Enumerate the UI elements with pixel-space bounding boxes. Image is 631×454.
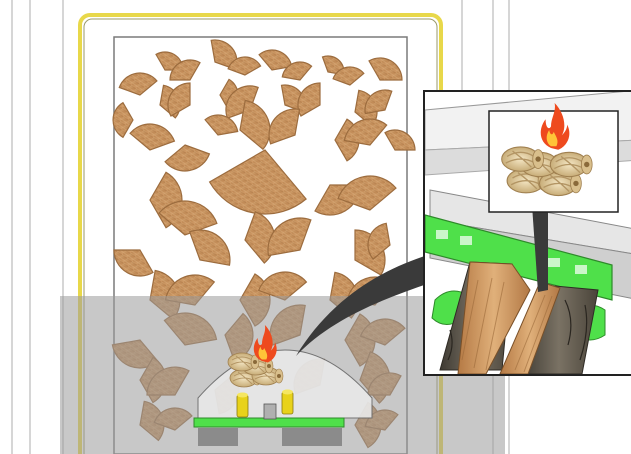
- grate-stem: [264, 404, 276, 419]
- zoom-detail: [424, 90, 631, 375]
- firelighter-inset-icon: [502, 147, 592, 196]
- grate-foot-right: [282, 428, 342, 446]
- grate-foot-left: [198, 428, 238, 446]
